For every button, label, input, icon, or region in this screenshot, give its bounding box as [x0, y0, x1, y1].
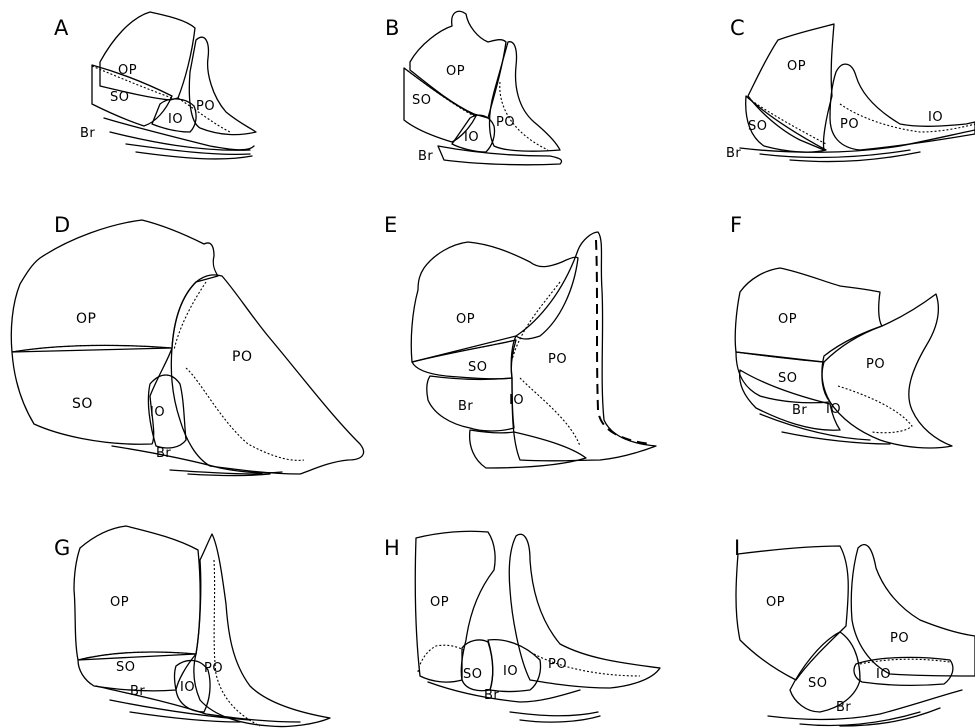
panel-i: I OP PO IO SO Br: [734, 536, 975, 726]
label-br: Br: [80, 126, 95, 141]
panel-e: E OP SO PO Br IO: [384, 213, 656, 468]
bone-suture: [418, 645, 640, 676]
label-op: OP: [778, 312, 797, 327]
panel-letter-d: D: [54, 213, 70, 237]
label-po: PO: [548, 657, 567, 672]
label-op: OP: [456, 312, 475, 327]
label-po: PO: [840, 117, 859, 132]
label-so: SO: [110, 90, 129, 105]
bone-suture: [12, 282, 304, 460]
label-br: Br: [458, 399, 473, 414]
panel-letter-c: C: [730, 16, 745, 40]
label-io: IO: [826, 402, 841, 417]
label-po: PO: [548, 352, 567, 367]
interopercle-bone: [854, 657, 953, 685]
label-io: IO: [503, 664, 518, 679]
preopercle-bone: [171, 275, 363, 474]
subopercle-bone: [462, 640, 493, 691]
preopercle-bone: [822, 294, 952, 448]
label-po: PO: [496, 115, 515, 130]
panel-h: H OP PO SO IO Br: [384, 531, 660, 722]
branchiostegal-rays: [96, 686, 300, 722]
opercle-bone: [74, 526, 200, 660]
opercle-bone: [415, 531, 495, 682]
label-op: OP: [76, 311, 96, 327]
preopercle-bone: [189, 37, 256, 134]
panel-g: G OP SO PO IO Br: [54, 526, 330, 727]
label-po: PO: [204, 661, 223, 676]
preopercle-edge: [596, 240, 650, 444]
label-so: SO: [748, 119, 767, 134]
label-br: Br: [484, 688, 499, 703]
label-op: OP: [110, 595, 129, 610]
subopercle-bone: [412, 340, 516, 379]
label-so: SO: [412, 93, 431, 108]
panel-letter-a: A: [54, 16, 69, 40]
label-po: PO: [890, 631, 909, 646]
label-io: IO: [509, 393, 524, 408]
branchiostegal-rays: [740, 370, 890, 444]
opercle-bone: [100, 12, 195, 100]
label-br: Br: [130, 684, 145, 699]
panel-d: D OP SO PO IO Br: [11, 213, 363, 476]
label-so: SO: [116, 660, 135, 675]
interopercle-bone: [470, 430, 586, 468]
preopercle-bone: [830, 64, 975, 150]
panel-c: C OP SO PO IO Br: [726, 16, 975, 162]
panel-letter-h: H: [384, 536, 400, 560]
bone-suture: [78, 560, 260, 726]
preopercle-bone: [194, 534, 330, 727]
branchiostegal-rays: [428, 682, 600, 722]
preopercle-bone: [511, 232, 656, 461]
label-so: SO: [808, 676, 827, 691]
label-br: Br: [726, 146, 741, 161]
label-op: OP: [787, 59, 806, 74]
branchiostegal-rays: [438, 146, 562, 165]
label-io: IO: [464, 130, 479, 145]
opercle-bone: [11, 220, 218, 352]
label-op: OP: [118, 63, 137, 78]
label-io: IO: [876, 667, 891, 682]
opercle-bone: [735, 268, 882, 362]
label-op: OP: [430, 595, 449, 610]
label-so: SO: [468, 360, 487, 375]
panel-letter-e: E: [384, 213, 397, 237]
panel-letter-i: I: [734, 536, 740, 560]
label-po: PO: [866, 357, 885, 372]
label-op: OP: [766, 595, 785, 610]
branchiostegal-rays: [740, 130, 975, 162]
panel-b: B OP SO PO IO Br: [385, 11, 562, 164]
panel-f: F OP SO PO Br IO: [730, 213, 952, 448]
label-br: Br: [792, 403, 807, 418]
panel-a: A OP SO PO IO Br: [54, 12, 256, 159]
label-so: SO: [72, 396, 93, 412]
label-io: IO: [928, 110, 943, 125]
label-io: IO: [168, 112, 183, 127]
opercle-bone: [736, 546, 848, 680]
label-so: SO: [463, 667, 482, 682]
panel-letter-b: B: [385, 16, 399, 40]
label-po: PO: [232, 349, 252, 365]
label-br: Br: [156, 446, 171, 461]
panel-letter-g: G: [54, 536, 70, 560]
label-br: Br: [418, 149, 433, 164]
preopercle-bone: [509, 534, 660, 688]
label-io: IO: [150, 405, 165, 420]
label-so: SO: [778, 371, 797, 386]
label-po: PO: [196, 99, 215, 114]
label-op: OP: [446, 64, 465, 79]
branchiostegal-rays: [768, 690, 962, 726]
label-br: Br: [836, 700, 851, 715]
label-io: IO: [180, 680, 195, 695]
panel-letter-f: F: [730, 213, 742, 237]
preopercle-bone: [851, 545, 975, 676]
